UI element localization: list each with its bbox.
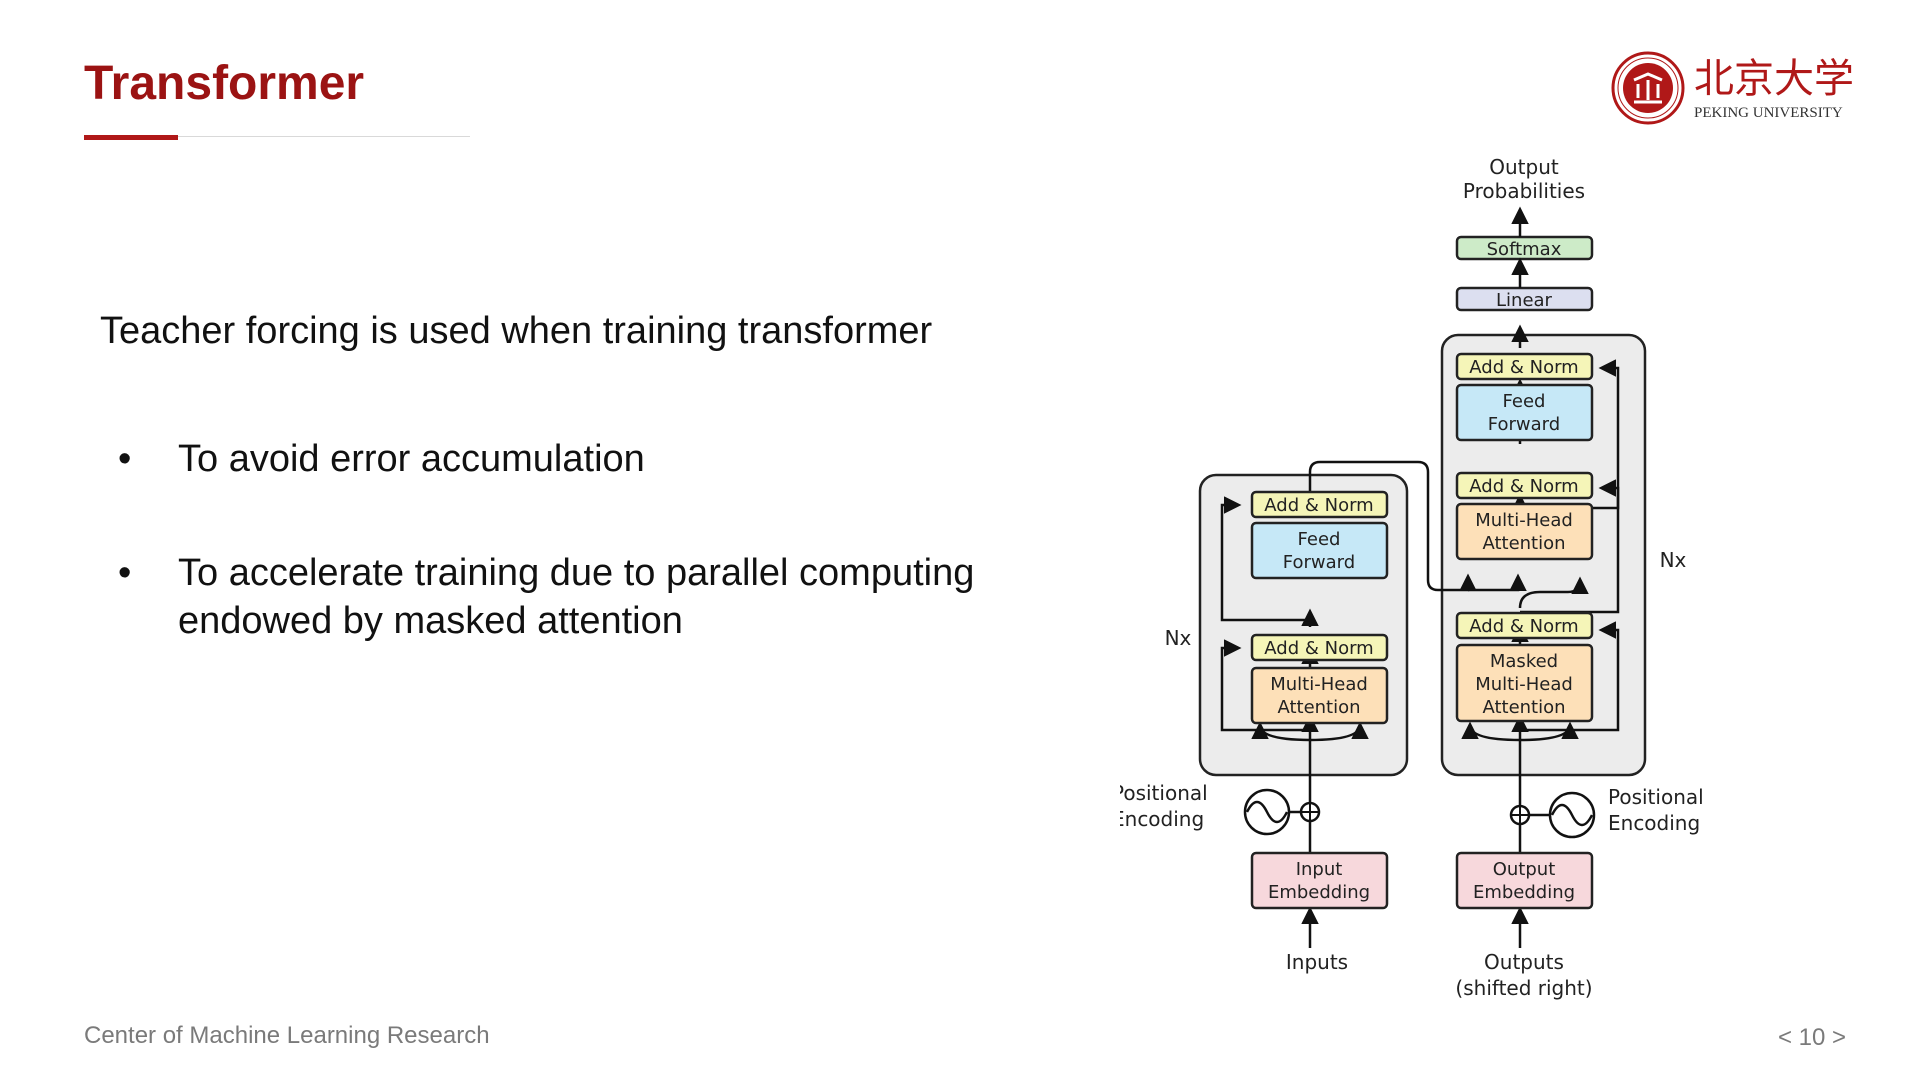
decoder-feed-forward-label-2: Forward xyxy=(1488,414,1560,435)
output-embedding-label-2: Embedding xyxy=(1473,882,1575,903)
title-underline xyxy=(84,136,470,137)
decoder-masked-attention xyxy=(1455,643,1594,723)
decoder-attention-label-2: Attention xyxy=(1482,533,1565,554)
inputs-label: Inputs xyxy=(1286,950,1348,974)
decoder-add-norm-2 xyxy=(1455,471,1594,500)
bullet-text: To avoid error accumulation xyxy=(178,438,645,480)
encoder-positional-label-1: Positional xyxy=(1120,781,1208,805)
lead-text: Teacher forcing is used when training tr… xyxy=(100,310,933,352)
decoder-feed-forward-label-1: Feed xyxy=(1503,391,1546,412)
decoder-positional-label-1: Positional xyxy=(1608,785,1704,809)
decoder-masked-label-1: Masked xyxy=(1490,651,1558,672)
decoder-add-norm-3-label: Add & Norm xyxy=(1469,357,1578,378)
output-probabilities-label-2: Probabilities xyxy=(1463,179,1585,203)
bullet-dot: • xyxy=(118,438,132,480)
encoder-add-norm-bottom-label: Add & Norm xyxy=(1264,638,1373,659)
bullet-list: • To avoid error accumulation • To accel… xyxy=(118,435,1048,711)
outputs-label-2: (shifted right) xyxy=(1455,976,1592,1000)
decoder-add-norm-1-label: Add & Norm xyxy=(1469,616,1578,637)
encoder-add-norm-top xyxy=(1250,490,1389,519)
output-embedding-label-1: Output xyxy=(1493,859,1556,880)
linear-label: Linear xyxy=(1496,290,1553,311)
university-seal-icon xyxy=(1611,51,1685,125)
output-probabilities-label-1: Output xyxy=(1489,155,1559,179)
decoder-masked-label-3: Attention xyxy=(1482,697,1565,718)
input-embedding-box xyxy=(1250,851,1389,910)
footer-organization: Center of Machine Learning Research xyxy=(84,1022,490,1049)
outputs-label-1: Outputs xyxy=(1484,950,1564,974)
decoder-add-norm-1 xyxy=(1455,611,1594,640)
slide-title: Transformer xyxy=(84,57,365,110)
linear-box xyxy=(1455,286,1594,312)
encoder-add-norm-top-label: Add & Norm xyxy=(1264,495,1373,516)
logo-chinese-name: 北京大学 xyxy=(1694,56,1854,102)
decoder-multi-head-attention xyxy=(1455,502,1594,561)
encoder-multi-head-attention xyxy=(1250,666,1389,725)
title-accent-bar xyxy=(84,135,178,140)
input-embedding-label-2: Embedding xyxy=(1268,882,1370,903)
encoder-attention-label-1: Multi-Head xyxy=(1270,674,1368,695)
decoder-feed-forward xyxy=(1455,383,1594,442)
decoder-add-norm-3 xyxy=(1455,352,1594,381)
decoder-masked-label-2: Multi-Head xyxy=(1475,674,1573,695)
transformer-architecture-diagram: Add & Norm Feed Forward Add & Norm Multi… xyxy=(1120,155,1704,1000)
encoder-feed-forward-label-2: Forward xyxy=(1283,552,1355,573)
output-embedding-box xyxy=(1455,851,1594,910)
logo-english-name: PEKING UNIVERSITY xyxy=(1694,105,1843,121)
list-item: • To accelerate training due to parallel… xyxy=(118,549,1048,645)
decoder-nx-label: Nx xyxy=(1660,548,1687,572)
bullet-dot: • xyxy=(118,552,132,594)
decoder-attention-label-1: Multi-Head xyxy=(1475,510,1573,531)
bullet-text: To accelerate training due to parallel c… xyxy=(178,552,975,642)
softmax-label: Softmax xyxy=(1487,239,1562,260)
decoder-add-norm-2-label: Add & Norm xyxy=(1469,476,1578,497)
encoder-feed-forward xyxy=(1250,521,1389,580)
encoder-positional-label-2: Encoding xyxy=(1120,807,1204,831)
encoder-nx-label: Nx xyxy=(1165,626,1192,650)
encoder-feed-forward-label-1: Feed xyxy=(1298,529,1341,550)
page-number: < 10 > xyxy=(1777,1024,1846,1051)
peking-university-logo: 北京大学 PEKING UNIVERSITY xyxy=(1611,51,1854,125)
input-embedding-label-1: Input xyxy=(1296,859,1343,880)
encoder-add-norm-bottom xyxy=(1250,633,1389,662)
list-item: • To avoid error accumulation xyxy=(118,435,1048,483)
decoder-positional-label-2: Encoding xyxy=(1608,811,1700,835)
encoder-attention-label-2: Attention xyxy=(1277,697,1360,718)
